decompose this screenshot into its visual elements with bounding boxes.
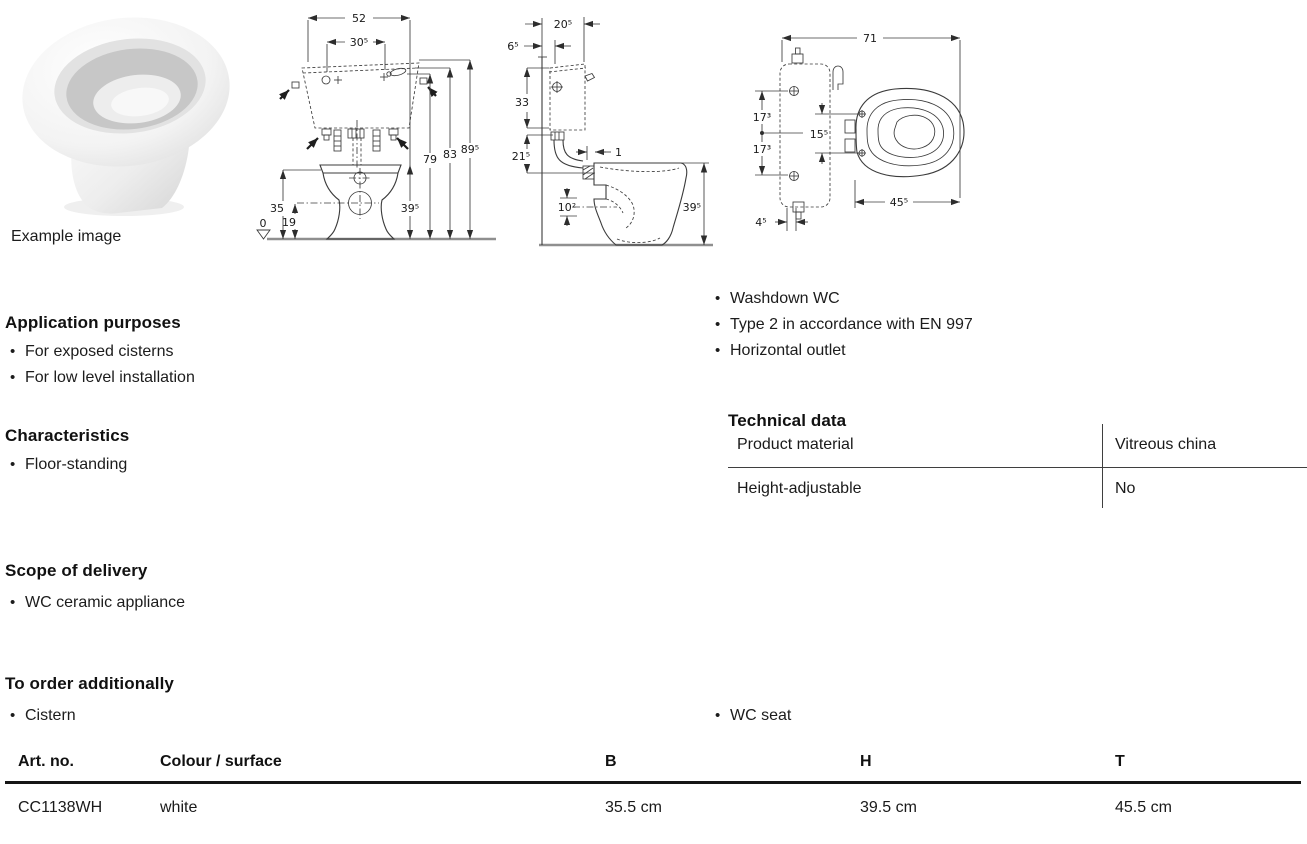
- dim-cistern-side-height: 33: [515, 96, 529, 109]
- dim-width-outer: 52: [352, 12, 366, 25]
- dim-total-height: 89⁵: [461, 143, 479, 156]
- to-order-additionally-heading: To order additionally: [5, 674, 174, 693]
- list-item: • Type 2 in accordance with EN 997: [710, 312, 973, 338]
- list-item-label: Cistern: [25, 707, 76, 724]
- side-view-drawing: 20⁵ 6⁵ 33 21⁵ 1: [507, 17, 713, 247]
- table-header-rule: [5, 781, 1301, 784]
- list-item-label: WC ceramic appliance: [25, 594, 186, 611]
- bullet-icon: •: [715, 342, 721, 359]
- dim-seat-height: 35: [270, 202, 284, 215]
- bullet-icon: •: [10, 707, 16, 724]
- datum-triangle-icon: [256, 229, 271, 240]
- table-column-divider: [1102, 424, 1103, 508]
- cell-t: 45.5 cm: [1115, 799, 1172, 816]
- tech-row-label: Height-adjustable: [737, 480, 862, 497]
- dim-wall-offset: 6⁵: [507, 40, 518, 53]
- example-image-caption: Example image: [11, 228, 122, 245]
- scope-of-delivery-list: • WC ceramic appliance: [5, 590, 185, 616]
- top-view-drawing: 71 17³ 17³ 15⁵: [753, 32, 965, 231]
- list-item-label: Type 2 in accordance with EN 997: [730, 316, 973, 333]
- dim-rear-offset: 4⁵: [755, 216, 766, 229]
- application-purposes-list: • For exposed cisterns • For low level ins…: [5, 339, 195, 391]
- dim-lever-height: 79: [423, 153, 437, 166]
- column-header: T: [1115, 753, 1125, 770]
- tech-row-value: No: [1115, 480, 1136, 497]
- column-header: H: [860, 753, 872, 770]
- scope-of-delivery-heading: Scope of delivery: [5, 561, 148, 580]
- bullet-icon: •: [715, 316, 721, 333]
- dim-seat-depth: 45⁵: [890, 196, 908, 209]
- bullet-icon: •: [715, 290, 721, 307]
- cell-colour: white: [160, 799, 198, 816]
- list-item: • Cistern: [5, 703, 76, 729]
- list-item-label: Horizontal outlet: [730, 342, 846, 359]
- dim-total-depth: 71: [863, 32, 877, 45]
- dim-pipe-height: 21⁵: [512, 150, 530, 163]
- cell-b: 35.5 cm: [605, 799, 662, 816]
- characteristics-heading: Characteristics: [5, 426, 130, 445]
- list-item-label: WC seat: [730, 707, 792, 724]
- front-view-drawing: 52 30⁵ 35 19 0 39⁵ 79 83 89⁵: [256, 12, 496, 241]
- dim-datum: 0: [260, 217, 267, 230]
- list-item: • Horizontal outlet: [710, 338, 973, 364]
- table-divider: [728, 467, 1307, 468]
- bullet-icon: •: [10, 343, 16, 360]
- column-header: Colour / surface: [160, 753, 282, 770]
- column-header: B: [605, 753, 617, 770]
- dim-gap: 1: [615, 146, 622, 159]
- dim-outlet-height: 10²: [558, 201, 576, 214]
- to-order-right-list: • WC seat: [710, 703, 791, 729]
- list-item: • Washdown WC: [710, 286, 973, 312]
- list-item: • WC seat: [710, 703, 791, 729]
- dim-bowl-height: 39⁵: [401, 202, 419, 215]
- cell-h: 39.5 cm: [860, 799, 917, 816]
- table-row: Height-adjustable No: [728, 468, 1307, 510]
- flush-lever: [389, 67, 407, 77]
- features-list: • Washdown WC • Type 2 in accordance with …: [710, 286, 973, 364]
- to-order-left-list: • Cistern: [5, 703, 76, 729]
- tech-row-label: Product material: [737, 436, 854, 453]
- photo-bowl-highlight: [111, 87, 169, 117]
- characteristics-list: • Floor-standing: [5, 452, 127, 478]
- dim-width-inner: 30⁵: [350, 36, 368, 49]
- dim-cistern-depth: 20⁵: [554, 18, 572, 31]
- list-item-label: Washdown WC: [730, 290, 840, 307]
- product-photo: [22, 17, 230, 216]
- side-flush-lever: [584, 72, 596, 82]
- application-purposes-heading: Application purposes: [5, 313, 181, 332]
- dim-hinge-spacing: 15⁵: [810, 128, 828, 141]
- dim-fixing-upper: 17³: [753, 111, 771, 124]
- list-item-label: Floor-standing: [25, 456, 128, 473]
- list-item: • Floor-standing: [5, 452, 127, 478]
- list-item: • For exposed cisterns: [5, 339, 195, 365]
- dim-side-bowl-height: 39⁵: [683, 201, 701, 214]
- tech-row-value: Vitreous china: [1115, 436, 1217, 453]
- list-item: • WC ceramic appliance: [5, 590, 185, 616]
- dim-cistern-height: 83: [443, 148, 457, 161]
- cell-art-no: CC1138WH: [18, 799, 103, 816]
- bullet-icon: •: [10, 594, 16, 611]
- list-item: • For low level installation: [5, 365, 195, 391]
- bullet-icon: •: [10, 369, 16, 386]
- list-item-label: For low level installation: [25, 369, 195, 386]
- technical-data-table: Product material Vitreous china Height-a…: [728, 424, 1307, 508]
- dim-fixing-lower: 17³: [753, 143, 771, 156]
- column-header: Art. no.: [18, 753, 74, 770]
- dim-trap-height: 19: [282, 216, 296, 229]
- list-item-label: For exposed cisterns: [25, 343, 174, 360]
- technical-data-heading: Technical data: [728, 411, 847, 430]
- table-row: Product material Vitreous china: [728, 424, 1307, 466]
- bullet-icon: •: [715, 707, 721, 724]
- hanger-hook: [832, 65, 844, 90]
- bullet-icon: •: [10, 456, 16, 473]
